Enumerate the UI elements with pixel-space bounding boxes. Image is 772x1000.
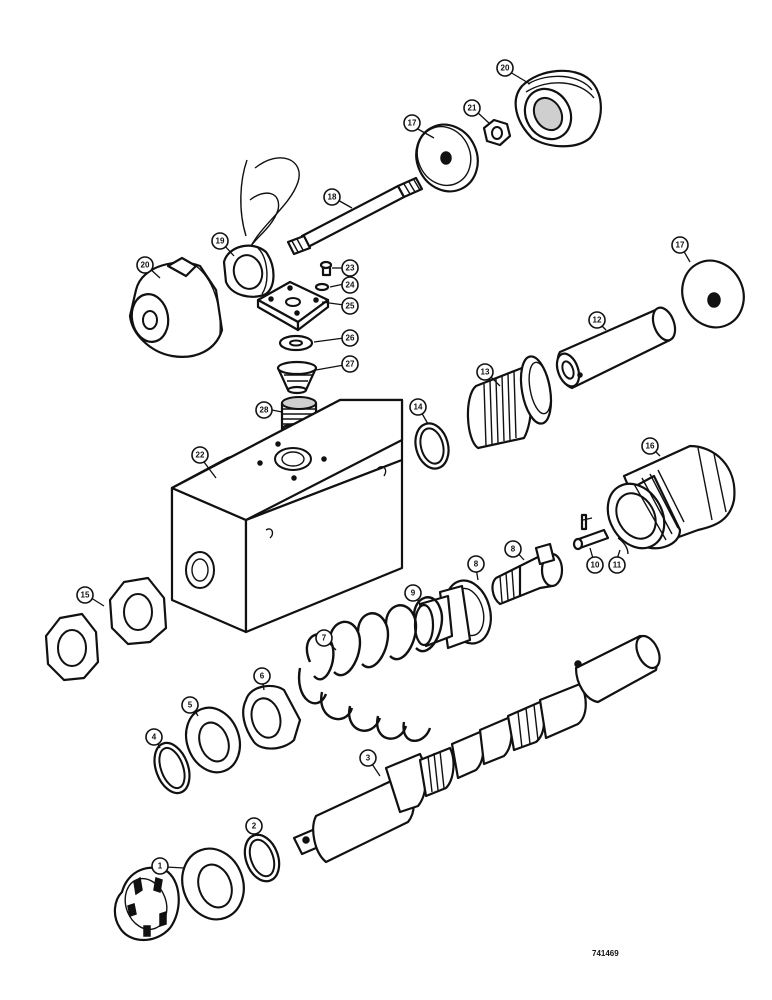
callout-27: 27: [341, 355, 359, 373]
svg-text:20: 20: [141, 261, 150, 270]
svg-text:7: 7: [322, 634, 327, 643]
callout-12: 12: [588, 311, 606, 329]
part-19-gland: [222, 244, 275, 298]
callout-1: 1: [151, 857, 169, 875]
svg-text:23: 23: [346, 264, 355, 273]
svg-text:4: 4: [152, 733, 157, 742]
callout-4: 4: [145, 728, 163, 746]
svg-text:8: 8: [511, 545, 516, 554]
callout-16: 16: [641, 437, 659, 455]
part-6-bushing: [242, 684, 302, 750]
svg-text:25: 25: [346, 302, 355, 311]
svg-text:9: 9: [411, 589, 416, 598]
callout-24: 24: [341, 276, 359, 294]
svg-text:27: 27: [346, 360, 355, 369]
callout-20-left: 20: [136, 256, 154, 274]
callout-17-top: 17: [403, 114, 421, 132]
svg-text:2: 2: [252, 822, 257, 831]
callout-2: 2: [245, 817, 263, 835]
svg-text:19: 19: [216, 237, 225, 246]
part-11-ring: [617, 537, 629, 555]
callout-28: 28: [255, 401, 273, 419]
svg-text:20: 20: [501, 64, 510, 73]
callout-21: 21: [463, 99, 481, 117]
svg-text:16: 16: [646, 442, 655, 451]
callout-5: 5: [181, 696, 199, 714]
svg-text:17: 17: [676, 241, 685, 250]
part-10-pin: [572, 528, 610, 551]
svg-text:6: 6: [260, 672, 265, 681]
svg-text:26: 26: [346, 334, 355, 343]
svg-text:15: 15: [81, 591, 90, 600]
callout-22: 22: [191, 446, 209, 464]
callout-3: 3: [359, 749, 377, 767]
callout-7: 7: [315, 629, 333, 647]
callout-17-right: 17: [671, 236, 689, 254]
svg-text:14: 14: [414, 403, 423, 412]
svg-text:1: 1: [158, 862, 163, 871]
part-15-jam-nuts: [44, 576, 168, 682]
svg-text:24: 24: [346, 281, 355, 290]
part-2-o-ring: [243, 833, 281, 883]
svg-text:5: 5: [188, 701, 193, 710]
part-13-fitting: [466, 355, 553, 450]
part-20-end-cap: [514, 69, 602, 148]
svg-text:22: 22: [196, 451, 205, 460]
part-26-washer: [278, 334, 314, 352]
part-11-pin: [580, 513, 588, 531]
svg-text:3: 3: [366, 754, 371, 763]
wire-retainer: [240, 157, 300, 251]
callout-9: 9: [404, 584, 422, 602]
svg-text:13: 13: [481, 368, 490, 377]
callout-20-top: 20: [496, 59, 514, 77]
svg-text:28: 28: [260, 406, 269, 415]
callout-26: 26: [341, 329, 359, 347]
part-17-washer-right: [681, 259, 745, 329]
callout-8-cup: 8: [467, 555, 485, 573]
part-1-washer: [181, 847, 245, 921]
callout-15: 15: [76, 586, 94, 604]
part-22-valve-body: [170, 398, 404, 634]
part-4-o-ring: [153, 741, 191, 795]
callout-18: 18: [323, 188, 341, 206]
callout-11: 11: [608, 556, 626, 574]
part-8-stem: [491, 542, 564, 606]
part-17-washer-top: [415, 123, 479, 193]
figure-number: 741469: [592, 949, 619, 958]
part-24-lockwasher: [314, 282, 330, 292]
part-3-spool: [292, 634, 661, 864]
callout-25: 25: [341, 297, 359, 315]
callout-14: 14: [409, 398, 427, 416]
part-18-rod: [286, 176, 424, 256]
part-25-plate: [256, 280, 330, 332]
svg-text:10: 10: [591, 561, 600, 570]
part-1-castle-nut: [113, 866, 180, 941]
svg-text:12: 12: [593, 316, 602, 325]
svg-text:18: 18: [328, 193, 337, 202]
svg-text:17: 17: [408, 119, 417, 128]
svg-text:21: 21: [468, 104, 477, 113]
part-9-retainer: [413, 594, 454, 648]
callout-8-stem: 8: [504, 540, 522, 558]
callout-19: 19: [211, 232, 229, 250]
part-27-poppet: [276, 360, 318, 395]
callout-13: 13: [476, 363, 494, 381]
part-20-end-cap-left: [128, 256, 224, 358]
callout-23: 23: [341, 259, 359, 277]
callout-10: 10: [586, 556, 604, 574]
part-14-o-ring: [414, 422, 450, 470]
svg-text:8: 8: [474, 560, 479, 569]
part-23-screw: [319, 260, 333, 277]
part-21-nut: [482, 118, 512, 147]
part-16-housing: [606, 444, 736, 550]
callout-6: 6: [253, 667, 271, 685]
part-5-washer: [184, 706, 242, 774]
part-12-tube: [555, 306, 677, 390]
svg-text:11: 11: [613, 561, 622, 570]
